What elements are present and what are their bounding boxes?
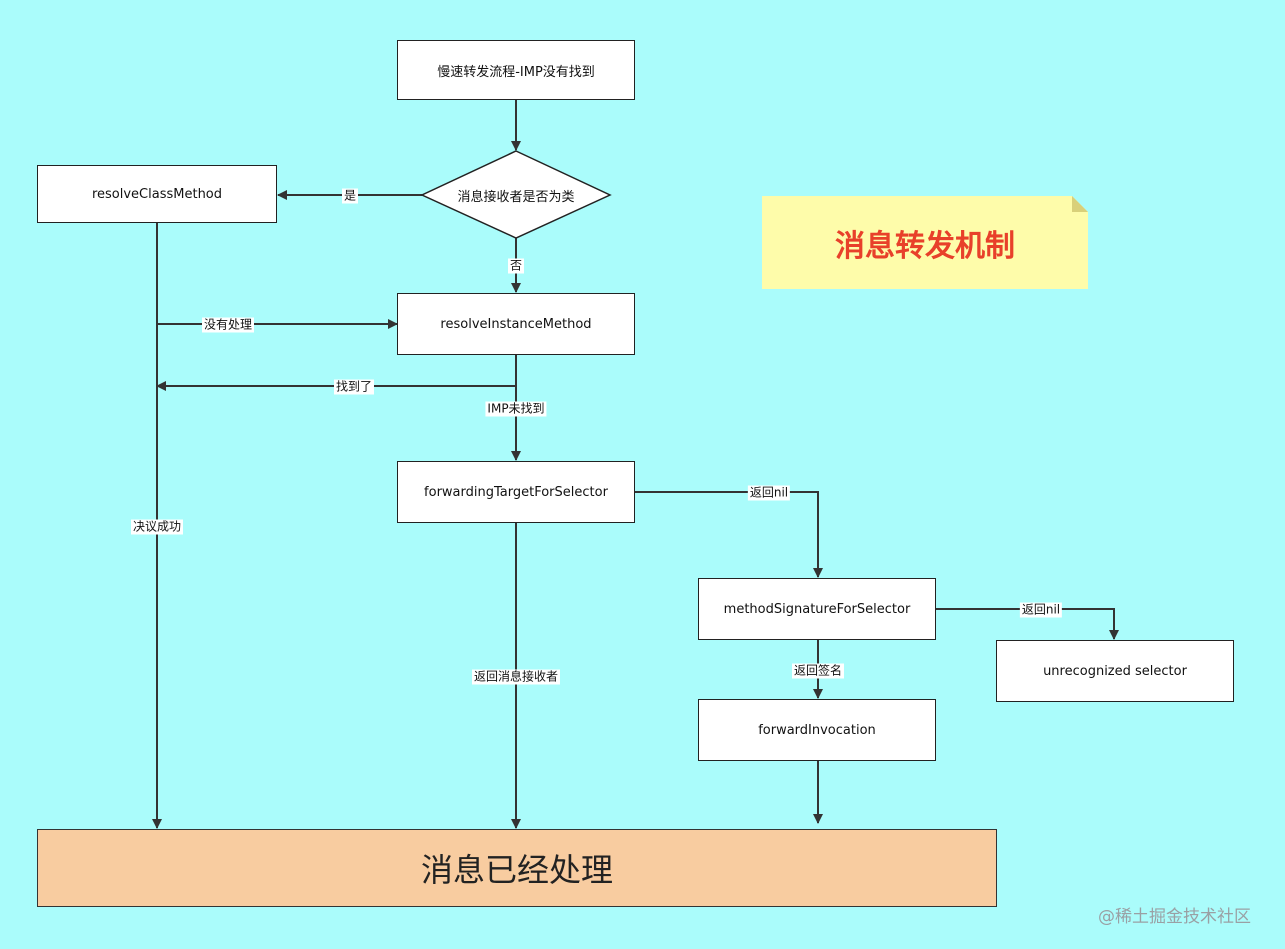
- decision-label: 消息接收者是否为类: [457, 189, 575, 205]
- watermark: @稀土掘金技术社区: [1098, 907, 1251, 927]
- node-forward-invocation: forwardInvocation: [698, 699, 936, 761]
- node-method-signature: methodSignatureForSelector: [698, 578, 936, 640]
- edge-label-return-signature: 返回签名: [791, 663, 845, 679]
- edge-label-no: 否: [507, 258, 525, 274]
- edge-label-resolve-success: 决议成功: [130, 519, 184, 535]
- node-start: 慢速转发流程-IMP没有找到: [397, 40, 635, 100]
- edge-label-yes: 是: [341, 188, 359, 204]
- edge-label-not-handled: 没有处理: [201, 317, 255, 333]
- note-title: 消息转发机制: [762, 196, 1088, 289]
- node-resolve-class-method: resolveClassMethod: [37, 165, 277, 223]
- node-forwarding-target: forwardingTargetForSelector: [397, 461, 635, 523]
- edge-label-found: 找到了: [333, 379, 375, 395]
- node-unrecognized-selector: unrecognized selector: [996, 640, 1234, 702]
- edge-label-return-receiver: 返回消息接收者: [471, 669, 561, 685]
- edge-label-return-nil-2: 返回nil: [1019, 602, 1063, 618]
- edge-label-imp-not-found: IMP未找到: [485, 401, 547, 417]
- edge-method-signature-to-unrecognized: [936, 608, 1119, 640]
- node-message-handled: 消息已经处理: [37, 829, 997, 907]
- decision-diamond: [420, 150, 612, 239]
- edge-forwarding-to-method-signature: [635, 491, 823, 578]
- edge-label-return-nil-1: 返回nil: [747, 485, 791, 501]
- node-resolve-instance-method: resolveInstanceMethod: [397, 293, 635, 355]
